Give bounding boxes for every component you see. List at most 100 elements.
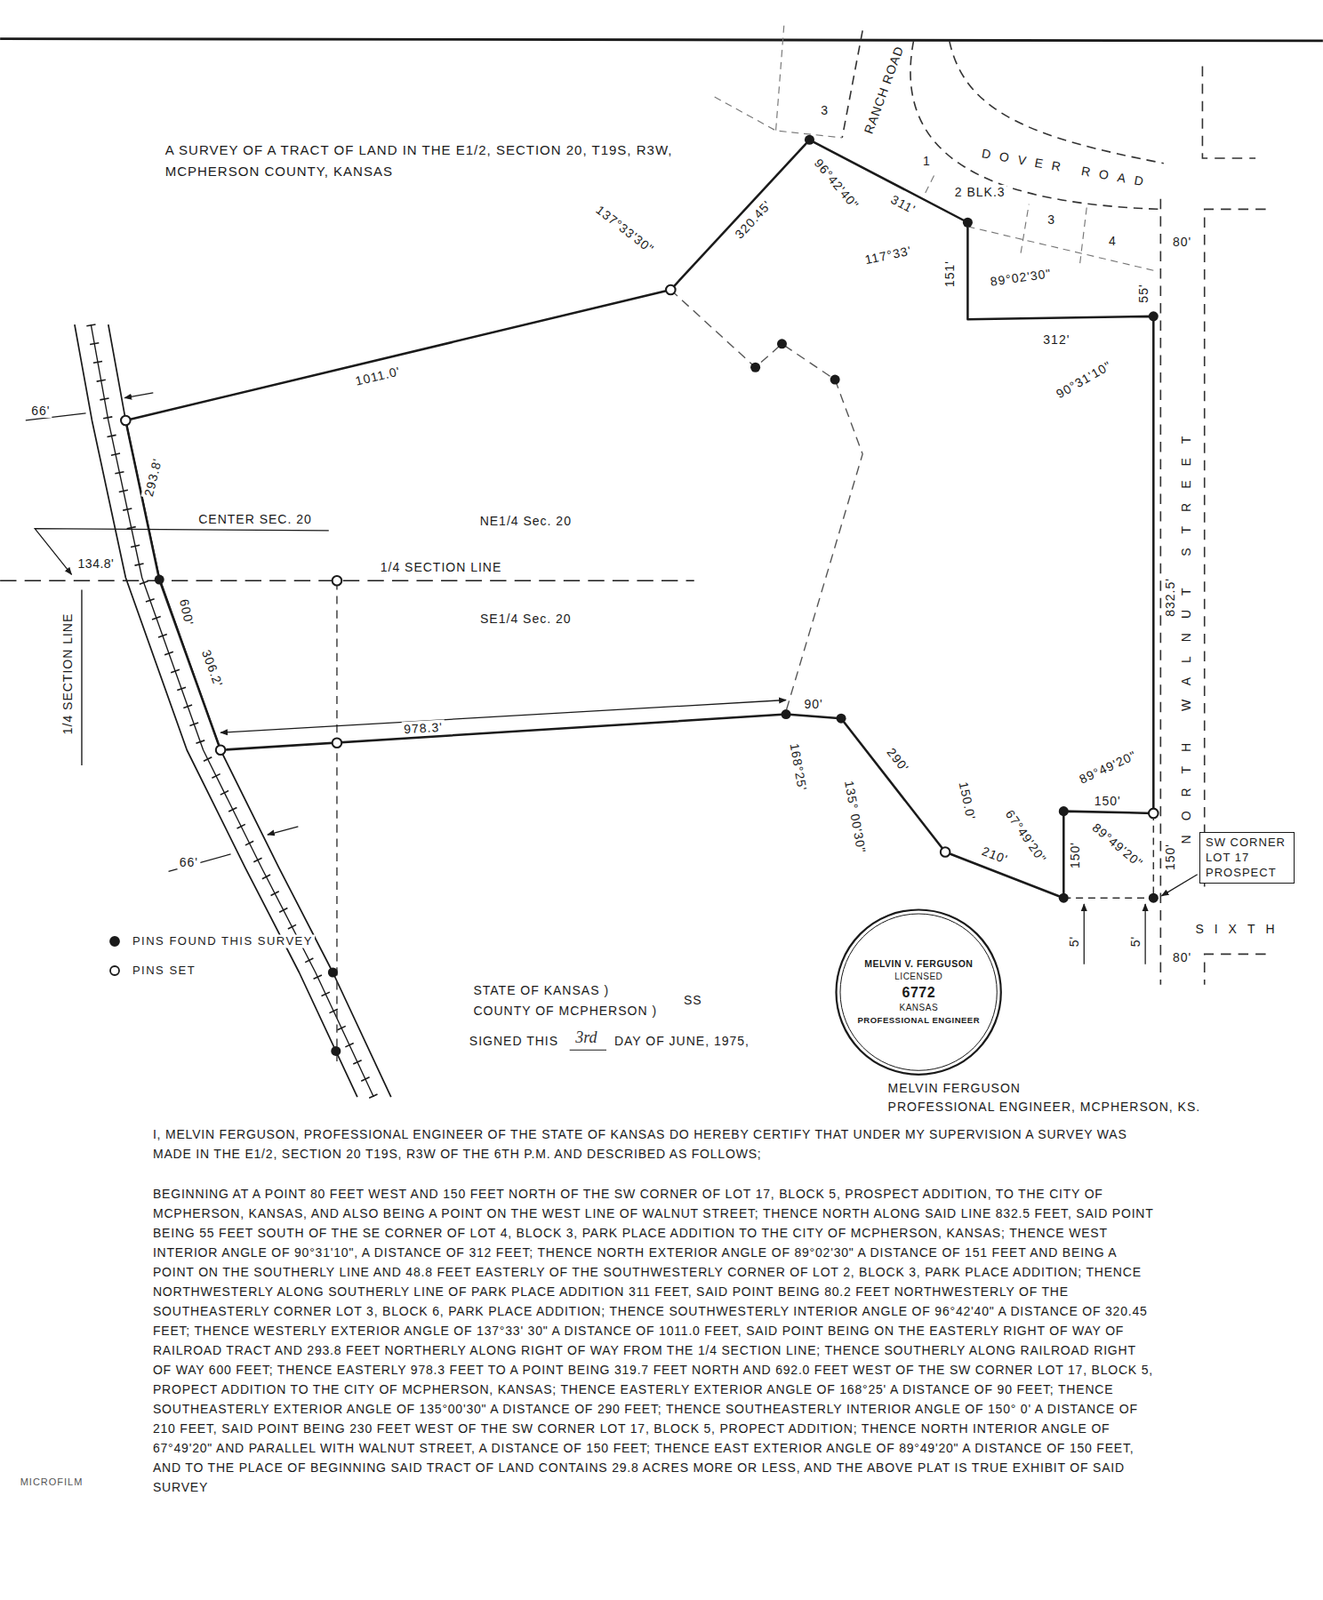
angle-label: 137°33'30" xyxy=(591,201,658,258)
pin-found xyxy=(1148,893,1159,904)
dimension-label: 80' xyxy=(1170,950,1194,965)
notary-text: COUNTY OF MCPHERSON ) xyxy=(471,1003,659,1019)
street-line xyxy=(1204,954,1267,985)
node-text: 6772 xyxy=(902,984,937,1002)
street-name: RANCH ROAD xyxy=(860,41,907,137)
dimension-label: 80' xyxy=(1170,234,1194,249)
pin-found xyxy=(804,135,815,145)
lot-line xyxy=(714,25,842,138)
pin-set xyxy=(216,745,226,755)
angle-label: 117°33' xyxy=(861,242,915,268)
engineer-title: PROFESSIONAL ENGINEER, MCPHERSON, KS. xyxy=(886,1099,1203,1115)
dashed-line xyxy=(670,289,863,712)
handwritten-date: 3rd xyxy=(573,1027,599,1047)
pin-set xyxy=(332,737,343,748)
dimension-label: 150' xyxy=(1092,793,1123,809)
pin-set xyxy=(332,576,343,586)
street-name: NORTH WALNUT STREET xyxy=(1178,419,1194,846)
pin-found-symbol xyxy=(110,937,120,947)
notary-text: STATE OF KANSAS ) xyxy=(471,983,611,998)
leader-line xyxy=(34,529,329,576)
legend-symbol xyxy=(107,934,122,949)
angle-label: 89°49'20" xyxy=(1074,747,1140,788)
dimension-label: 1011.0' xyxy=(352,362,404,389)
dimension-label: 55' xyxy=(1136,281,1151,305)
pin-found xyxy=(750,362,761,373)
dimension-label: 134.8' xyxy=(76,556,117,571)
pin-found xyxy=(330,1046,341,1057)
legend-text: PINS SET xyxy=(130,963,198,978)
pin-set xyxy=(1148,809,1159,819)
angle-label: 89°02'30" xyxy=(987,265,1054,289)
quarter-section-line xyxy=(0,579,695,581)
railroad-track xyxy=(90,324,374,1098)
dimension-label: 320.45' xyxy=(730,196,776,243)
tract-boundary xyxy=(125,139,1154,899)
dimension-label: 150.0' xyxy=(956,778,980,824)
section-line-label: 1/4 SECTION LINE xyxy=(60,610,75,737)
lot-number: 1 xyxy=(921,153,933,169)
engineer-name: MELVIN FERGUSON xyxy=(886,1081,1023,1096)
leader-line xyxy=(267,826,298,835)
dimension-arrow xyxy=(1145,904,1147,965)
corner-callout: SW CORNER LOT 17 PROSPECT xyxy=(1199,832,1295,885)
pin-set xyxy=(665,285,676,296)
lot-number: 4 xyxy=(1106,233,1119,249)
node-text: KANSAS xyxy=(899,1002,939,1014)
street-name: SIXTH xyxy=(1193,922,1287,937)
dimension-label: 90' xyxy=(801,697,825,712)
dashed-line xyxy=(1063,813,1154,899)
street-line xyxy=(910,40,1159,209)
sheet-border xyxy=(0,39,1323,41)
pin-set xyxy=(940,847,951,858)
pin-set-symbol xyxy=(110,966,120,976)
section-label: SE1/4 Sec. 20 xyxy=(478,611,574,626)
dimension-label: 150' xyxy=(1067,840,1083,871)
angle-label: 135° 00'30" xyxy=(841,777,870,856)
node-text: SW CORNER LOT 17 PROSPECT xyxy=(1205,835,1288,882)
dimension-label: 5' xyxy=(1128,933,1143,948)
pin-found xyxy=(1058,806,1069,817)
legal-description: BEGINNING AT A POINT 80 FEET WEST AND 15… xyxy=(151,1184,1161,1498)
signature-underline xyxy=(569,1050,607,1051)
dimension-label: 832.5' xyxy=(1162,576,1178,619)
section-label: CENTER SEC. 20 xyxy=(196,512,314,527)
dimension-label: 66' xyxy=(177,855,201,870)
dimension-label: 293.8' xyxy=(141,455,166,500)
microfilm-stamp: MICROFILM xyxy=(18,1476,86,1489)
dimension-label: 151' xyxy=(942,258,957,289)
node-text: PROFESSIONAL ENGINEER xyxy=(857,1015,981,1026)
section-line-label: 1/4 SECTION LINE xyxy=(378,560,505,575)
certification-text: I, MELVIN FERGUSON, PROFESSIONAL ENGINEE… xyxy=(151,1124,1135,1164)
leader-line xyxy=(168,854,232,873)
leader-line xyxy=(1162,874,1198,897)
angle-label: 90°31'10" xyxy=(1052,357,1116,402)
lot-number: 3 xyxy=(818,103,831,118)
pin-found xyxy=(777,338,787,349)
section-label: NE1/4 Sec. 20 xyxy=(478,513,574,529)
dimension-label: 600' xyxy=(176,596,198,630)
signature-date: SIGNED THIS xyxy=(467,1034,561,1049)
signature-date: DAY OF JUNE, 1975, xyxy=(612,1034,752,1049)
street-line xyxy=(1160,199,1163,986)
quarter-section-line xyxy=(80,590,82,766)
street-line xyxy=(1204,208,1267,891)
dimension-label: 306.2' xyxy=(198,646,226,691)
pin-found xyxy=(962,217,973,228)
pin-found xyxy=(328,967,338,978)
dimension-label: 150' xyxy=(1162,841,1178,873)
pin-found xyxy=(1058,893,1069,904)
dimension-label: 210' xyxy=(978,843,1013,868)
right-of-way-line xyxy=(74,324,358,1098)
dimension-label: 312' xyxy=(1041,332,1072,347)
dimension-arrow xyxy=(1083,904,1085,965)
dimension-label: 290' xyxy=(883,744,915,778)
leader-line xyxy=(124,392,153,399)
angle-label: 168°25' xyxy=(786,740,810,794)
lot-number: 3 xyxy=(1045,212,1058,227)
legend-symbol xyxy=(107,963,122,979)
dimension-label: 978.3' xyxy=(401,719,446,737)
notary-text: SS xyxy=(681,993,705,1008)
pin-set xyxy=(120,416,131,426)
plat-title: A SURVEY OF A TRACT OF LAND IN THE E1/2,… xyxy=(163,139,724,183)
